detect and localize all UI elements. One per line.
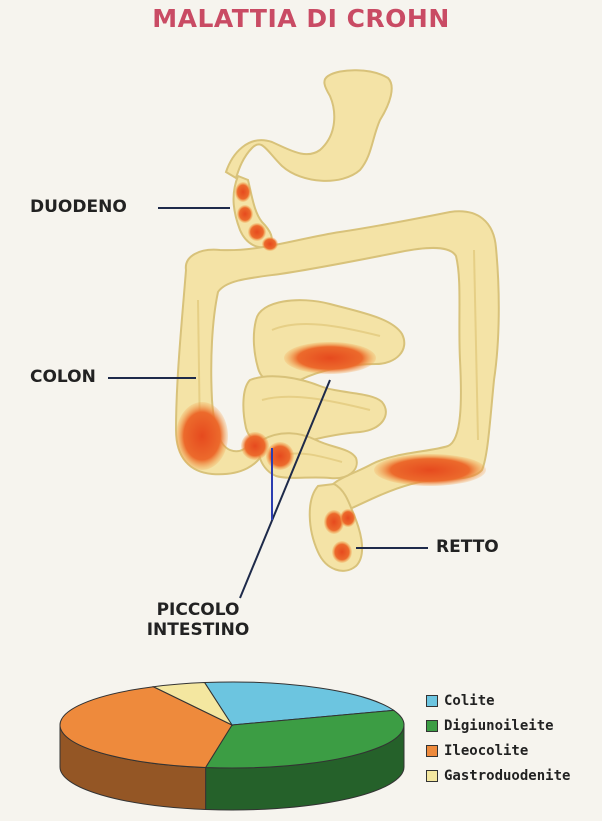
legend-swatch [426,695,438,707]
legend-item-ileocolite: Ileocolite [426,740,570,762]
legend-item-digiunoileite: Digiunoileite [426,715,570,737]
legend-label: Gastroduodenite [444,768,570,784]
legend-item-gastroduodenite: Gastroduodenite [426,765,570,787]
legend-label: Ileocolite [444,743,528,759]
pie-legend: ColiteDigiunoileiteIleocoliteGastroduode… [426,690,570,790]
legend-swatch [426,745,438,757]
legend-label: Digiunoileite [444,718,554,734]
legend-swatch [426,770,438,782]
legend-label: Colite [444,693,495,709]
legend-swatch [426,720,438,732]
legend-item-colite: Colite [426,690,570,712]
